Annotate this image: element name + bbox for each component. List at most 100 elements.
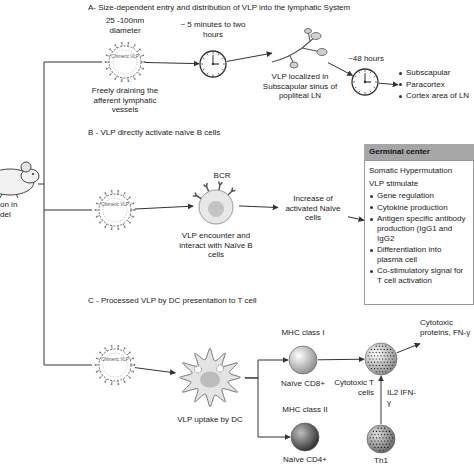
clock-symbol: ~ 5 minutes to two hours <box>199 50 227 78</box>
vlp-spike <box>133 46 135 49</box>
granule-dot <box>387 362 388 363</box>
granule-dot <box>390 355 391 356</box>
vlp-spike-tip <box>132 216 134 218</box>
b-cell-shape <box>193 185 239 225</box>
clock-center <box>364 81 366 83</box>
granule-dot <box>373 431 374 432</box>
vlp-spike-tip <box>142 68 144 70</box>
granule-dot <box>393 355 394 356</box>
granule-dot <box>382 365 383 366</box>
clock-tick <box>355 87 357 88</box>
vlp-spike-tip <box>129 222 131 224</box>
clock-tick <box>359 72 360 74</box>
lymph-node-symbol <box>311 33 321 40</box>
clock-hand <box>213 55 214 64</box>
clock-tick <box>374 87 376 88</box>
vlp-spike-tip <box>134 364 136 366</box>
vlp-spike-tip <box>139 74 141 76</box>
granule-dot <box>379 431 380 432</box>
vlp-spike <box>97 370 100 371</box>
granule-dot <box>369 352 370 353</box>
granule-dot <box>390 349 391 350</box>
vlp-particle-shape <box>105 42 145 82</box>
clock-tick <box>213 52 214 54</box>
panel-heading: C - Processed VLP by DC presentation to … <box>88 296 388 306</box>
granule-dot <box>387 349 388 350</box>
granule-dot <box>378 440 379 441</box>
arrow-connector <box>245 360 288 378</box>
granule-dot <box>379 358 380 359</box>
vlp-spike <box>130 359 133 360</box>
granule-dot <box>376 365 377 366</box>
clock-tick <box>203 69 205 70</box>
granule-dot <box>380 355 381 356</box>
lymph-node-symbol <box>290 62 298 68</box>
granule-dot <box>379 346 380 347</box>
vlp-spike-tip <box>129 197 131 199</box>
box-heading: Germinal center <box>364 144 474 160</box>
vlp-spike-tip <box>132 202 134 204</box>
bcr-receptor <box>228 188 235 195</box>
clock-tick <box>201 64 203 65</box>
lymph-node-symbol <box>305 29 312 34</box>
cell-sphere <box>291 423 319 451</box>
vlp-capsid <box>109 46 141 78</box>
vlp-spike-tip <box>139 49 141 51</box>
granule-dot <box>384 349 385 350</box>
cell-membrane <box>199 190 233 224</box>
vlp-spike-tip <box>117 228 119 230</box>
arrow-connector <box>381 376 382 424</box>
granule-dot <box>376 358 377 359</box>
granule-dot <box>371 368 372 369</box>
granule-dot <box>370 444 371 445</box>
granule-dot <box>379 365 380 366</box>
granule-dot <box>376 371 377 372</box>
granule-dot <box>379 352 380 353</box>
naive-t-cell-shape <box>288 345 318 375</box>
vlp-inner <box>103 198 127 222</box>
granule-dot <box>378 434 379 435</box>
granule-dot <box>374 440 375 441</box>
naive-t-cell: MHC class INaïve CD8+ <box>288 345 318 375</box>
granule-dot <box>388 358 389 359</box>
clock-tick <box>218 73 219 75</box>
bullet-text: Paracortex <box>398 80 474 90</box>
vlp-spike-tip <box>117 190 119 192</box>
bullet-text: Antigen specific antibody production (Ig… <box>369 214 469 243</box>
cell-sphere <box>367 425 395 453</box>
granule-dot <box>387 355 388 356</box>
arrow-connector <box>135 368 176 373</box>
node-text: Somatic Hypermutation <box>369 166 469 176</box>
vlp-particle-shape <box>95 345 135 385</box>
clock-tick <box>207 73 208 75</box>
node-text: Naïve CD4+ <box>276 455 334 465</box>
panel-heading: B - VLP directly activate naïve B cells <box>88 128 388 138</box>
vlp-spike-tip <box>117 345 119 347</box>
cell-nucleus <box>200 372 220 388</box>
node-text: ~ 5 minutes to two hours <box>177 20 249 39</box>
germinal-center-box: Germinal centerSomatic HypermutationVLP … <box>364 160 474 305</box>
b-cell: BCRVLP encounter and interact with Naïve… <box>193 185 239 225</box>
granule-dot <box>369 365 370 366</box>
granule-dot <box>382 352 383 353</box>
text-node: Cytotoxic proteins, FN-γ <box>420 318 474 348</box>
granule-dot <box>385 371 386 372</box>
branch-bracket <box>38 62 102 365</box>
vlp-spike <box>123 379 125 382</box>
vlp-particle: 25 -100nm diameterChimeric VLPFreely dra… <box>105 42 145 82</box>
granule-dot <box>377 355 378 356</box>
clock-tick <box>359 91 360 93</box>
granule-dot <box>374 355 375 356</box>
granule-dot <box>388 365 389 366</box>
vlp-spike-tip <box>95 364 97 366</box>
clock-tick <box>375 82 377 83</box>
mouse-eye <box>32 173 34 175</box>
clock-tick <box>223 64 225 65</box>
node-text: MHC class I <box>272 328 334 338</box>
granule-dot <box>384 368 385 369</box>
arrow-connector <box>397 344 420 353</box>
dendritic-cell-body <box>180 348 241 407</box>
granule-dot <box>384 434 385 435</box>
vlp-spike-tip <box>104 381 106 383</box>
granule-dot <box>377 362 378 363</box>
